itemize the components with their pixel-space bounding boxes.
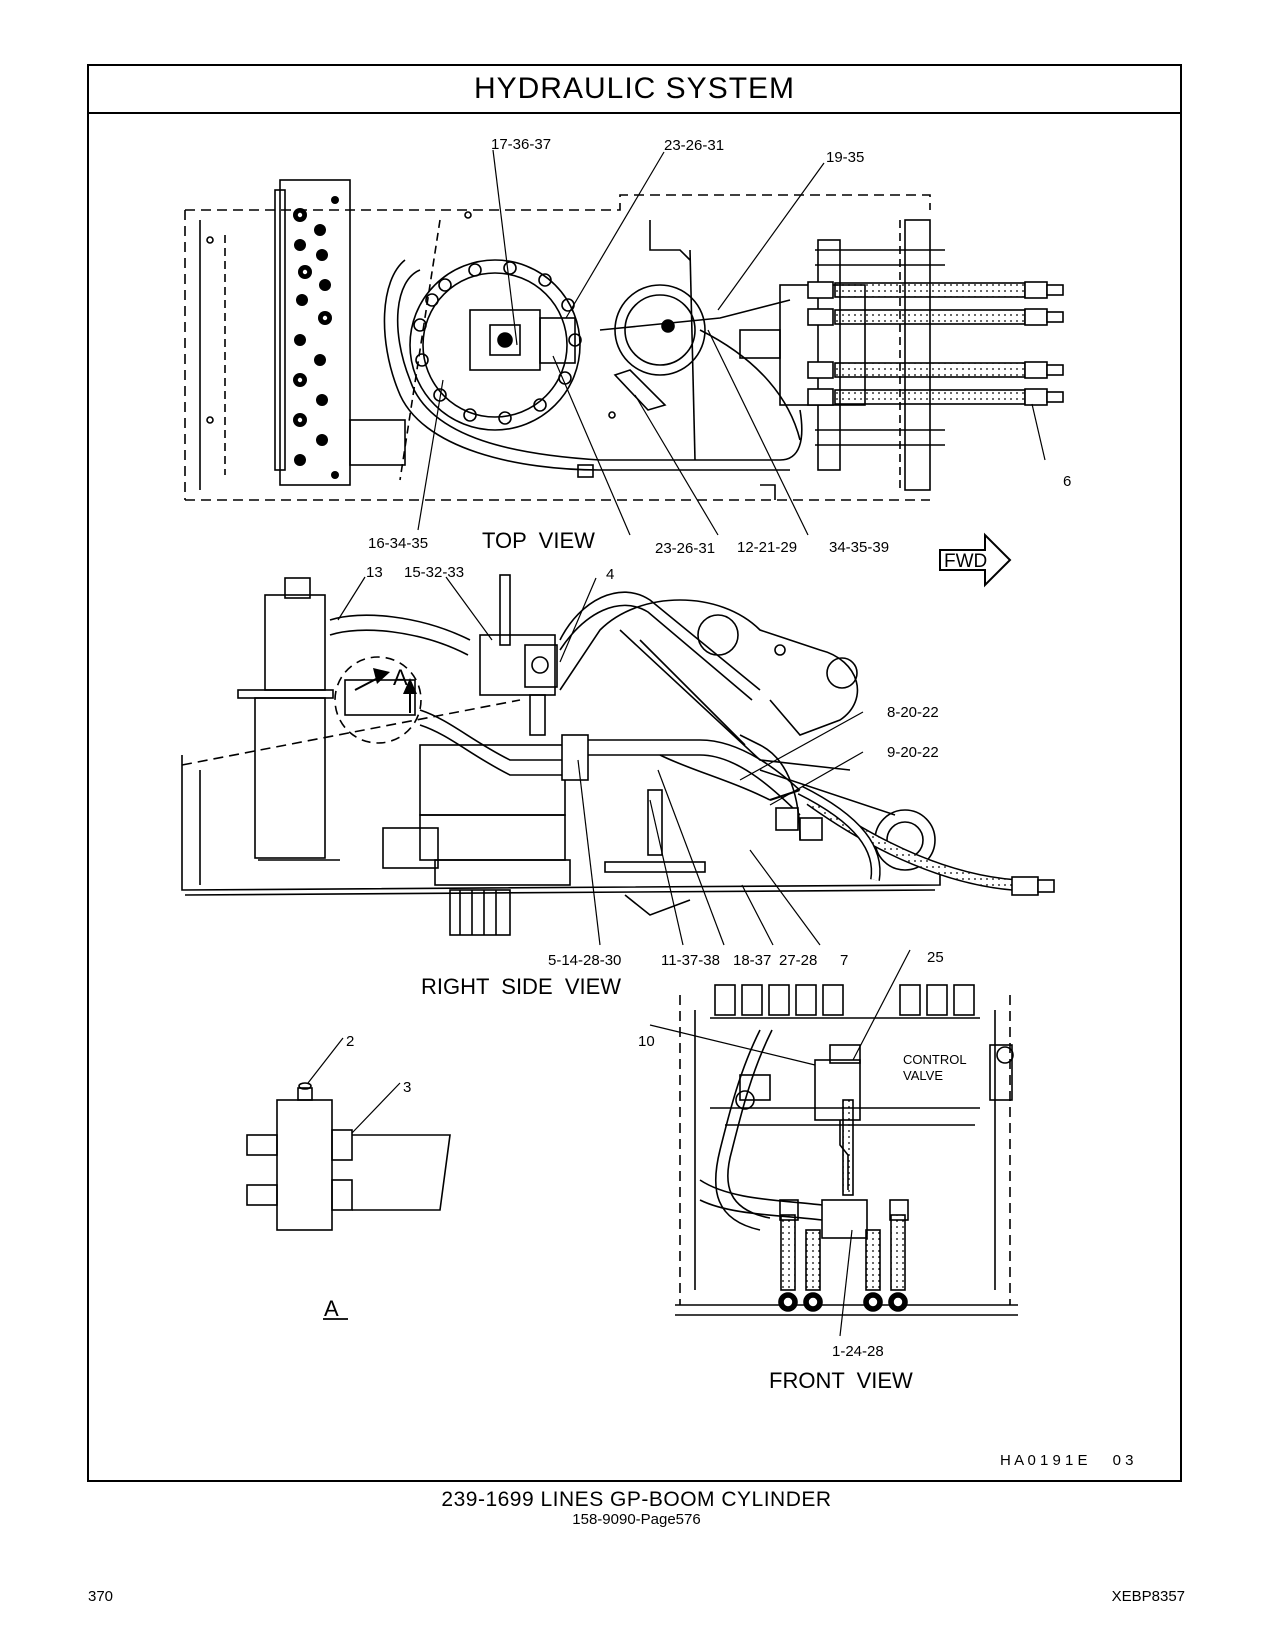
callout-19-35: 19-35	[826, 149, 864, 166]
callout-18-37: 18-37	[733, 952, 771, 969]
front-view-drawing	[675, 984, 1018, 1316]
top-view-leaders	[417, 149, 1046, 536]
fwd-label: FWD	[944, 551, 987, 572]
callout-34-35-39: 34-35-39	[829, 539, 889, 556]
caption-main: 239-1699 LINES GP-BOOM CYLINDER	[441, 1488, 832, 1511]
top-view-drawing	[184, 179, 1064, 501]
drawing-code: H A 0 1 9 1 E 0 3	[1000, 1452, 1133, 1469]
page-number: 370	[88, 1588, 114, 1605]
detail-a-arrows	[354, 668, 417, 713]
detail-a-drawing	[246, 1082, 451, 1231]
document-id: XEBP8357	[1111, 1588, 1185, 1605]
callout-16-34-35: 16-34-35	[368, 535, 428, 552]
caption-sub: 158-9090-Page576	[572, 1511, 701, 1528]
detail-a-marker: A	[393, 665, 408, 690]
callout-9-20-22: 9-20-22	[887, 744, 939, 761]
callout-25: 25	[927, 949, 944, 966]
detail-a-leaders	[307, 1037, 401, 1320]
right-side-view-drawing	[181, 574, 1055, 936]
callout-23-26-31-bottom: 23-26-31	[655, 540, 715, 557]
callout-5-14-28-30: 5-14-28-30	[548, 952, 621, 969]
callout-12-21-29: 12-21-29	[737, 539, 797, 556]
callout-11-37-38: 11-37-38	[661, 952, 720, 969]
callout-27-28: 27-28	[779, 952, 817, 969]
callout-13: 13	[366, 564, 383, 581]
callout-6: 6	[1063, 473, 1071, 490]
drawing-frame: HYDRAULIC SYSTEM	[87, 64, 1182, 1482]
callout-1-24-28: 1-24-28	[832, 1343, 884, 1360]
right-side-view-label: RIGHT SIDE VIEW	[421, 974, 621, 999]
callout-23-26-31-top: 23-26-31	[664, 137, 724, 154]
callout-8-20-22: 8-20-22	[887, 704, 939, 721]
fwd-arrow	[939, 532, 1012, 588]
callout-10: 10	[638, 1033, 655, 1050]
callout-17-36-37: 17-36-37	[491, 136, 551, 153]
callout-2: 2	[346, 1033, 354, 1050]
callout-15-32-33: 15-32-33	[404, 564, 464, 581]
callout-3: 3	[403, 1079, 411, 1096]
top-view-label: TOP VIEW	[482, 528, 595, 553]
side-view-leaders	[337, 576, 864, 946]
callout-4: 4	[606, 566, 614, 583]
callout-7: 7	[840, 952, 848, 969]
page-title: HYDRAULIC SYSTEM	[89, 66, 1180, 114]
detail-a-label: A	[324, 1296, 339, 1321]
front-view-leaders	[649, 949, 911, 1337]
front-view-label: FRONT VIEW	[769, 1368, 913, 1393]
control-valve-label-line1: CONTROL	[903, 1052, 967, 1067]
control-valve-label-line2: VALVE	[903, 1068, 943, 1083]
